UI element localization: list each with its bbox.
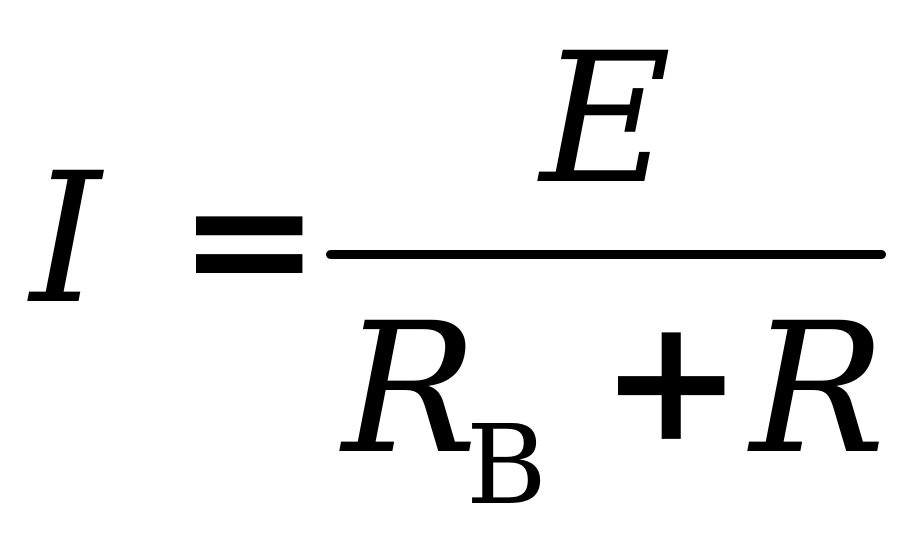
denominator-internal-resistance: R [342, 285, 478, 494]
fraction-bar [326, 250, 886, 259]
subscript-label: B [466, 401, 547, 529]
denominator-external-resistance: R [750, 285, 886, 494]
current-variable: I [30, 135, 102, 344]
numerator-emf: E [540, 15, 672, 224]
plus-sign: + [600, 280, 743, 480]
equals-sign: = [178, 139, 321, 339]
